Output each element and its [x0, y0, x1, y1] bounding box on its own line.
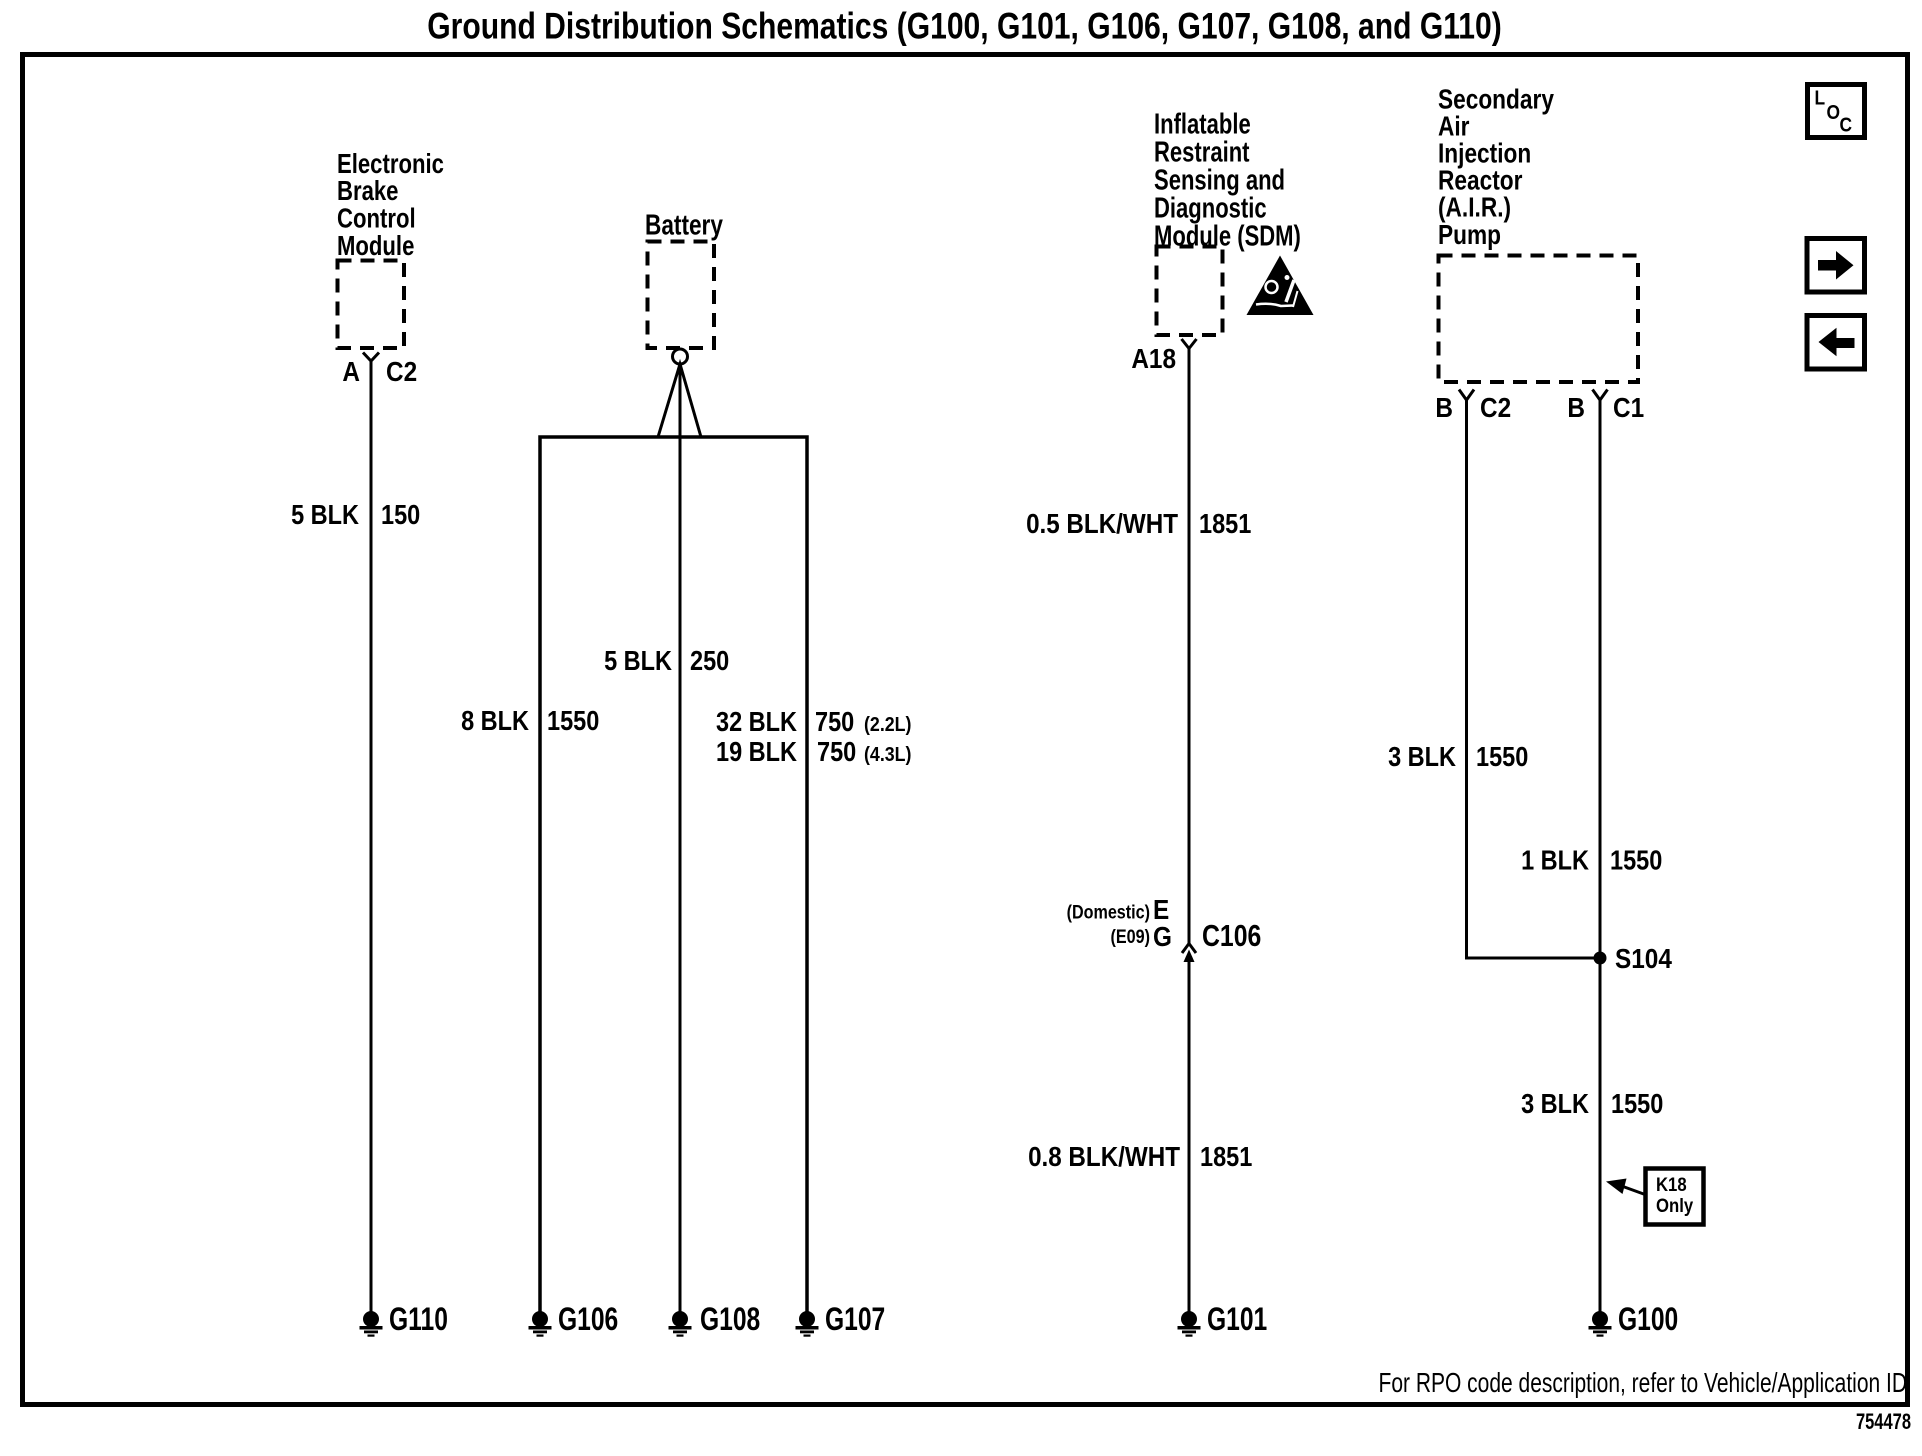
svg-text:G108: G108: [700, 1302, 760, 1338]
svg-text:Only: Only: [1656, 1195, 1693, 1216]
svg-text:A: A: [342, 355, 360, 387]
svg-text:Restraint: Restraint: [1154, 137, 1250, 169]
svg-text:1550: 1550: [1610, 846, 1662, 876]
svg-text:(2.2L): (2.2L): [864, 714, 911, 736]
svg-text:Battery: Battery: [645, 208, 723, 241]
svg-text:C: C: [1840, 113, 1853, 135]
svg-text:A18: A18: [1131, 342, 1176, 374]
svg-text:Air: Air: [1438, 111, 1470, 142]
svg-text:Control: Control: [337, 203, 416, 234]
svg-text:(A.I.R.): (A.I.R.): [1438, 192, 1511, 223]
svg-text:Diagnostic: Diagnostic: [1154, 193, 1267, 225]
svg-text:(4.3L): (4.3L): [864, 744, 911, 766]
svg-text:32 BLK: 32 BLK: [716, 707, 797, 737]
svg-text:1851: 1851: [1200, 1142, 1252, 1172]
svg-text:750: 750: [817, 737, 856, 767]
svg-text:Pump: Pump: [1438, 220, 1501, 251]
svg-text:754478: 754478: [1856, 1410, 1911, 1435]
svg-text:1550: 1550: [1476, 742, 1528, 772]
svg-text:(E09): (E09): [1111, 926, 1150, 948]
svg-text:L: L: [1815, 86, 1826, 108]
svg-text:3 BLK: 3 BLK: [1521, 1089, 1589, 1119]
svg-text:G110: G110: [389, 1302, 448, 1338]
svg-text:150: 150: [381, 500, 420, 530]
svg-text:5 BLK: 5 BLK: [291, 500, 359, 530]
svg-text:5 BLK: 5 BLK: [604, 646, 672, 676]
svg-text:C2: C2: [1480, 391, 1511, 423]
svg-text:C106: C106: [1202, 918, 1261, 952]
svg-text:250: 250: [690, 646, 729, 676]
svg-text:Module (SDM): Module (SDM): [1154, 221, 1301, 253]
svg-text:Reactor: Reactor: [1438, 165, 1522, 196]
svg-text:G106: G106: [558, 1302, 618, 1338]
svg-text:Secondary: Secondary: [1438, 84, 1555, 115]
svg-text:Injection: Injection: [1438, 138, 1531, 169]
svg-text:B: B: [1567, 391, 1585, 423]
svg-text:Electronic: Electronic: [337, 149, 444, 180]
svg-text:C1: C1: [1613, 391, 1644, 423]
svg-text:B: B: [1435, 391, 1453, 423]
svg-text:1550: 1550: [547, 706, 599, 736]
svg-text:Ground Distribution Schematics: Ground Distribution Schematics (G100, G1…: [427, 6, 1501, 48]
svg-text:8 BLK: 8 BLK: [461, 706, 529, 736]
svg-text:19 BLK: 19 BLK: [716, 737, 797, 767]
svg-text:O: O: [1827, 101, 1841, 123]
svg-text:Sensing and: Sensing and: [1154, 165, 1285, 197]
svg-text:0.5 BLK/WHT: 0.5 BLK/WHT: [1026, 507, 1178, 539]
svg-text:(Domestic): (Domestic): [1067, 901, 1150, 923]
svg-text:For RPO code description, refe: For RPO code description, refer to Vehic…: [1379, 1368, 1907, 1399]
svg-text:1 BLK: 1 BLK: [1521, 846, 1589, 876]
svg-text:Inflatable: Inflatable: [1154, 109, 1251, 141]
svg-text:G: G: [1153, 920, 1172, 952]
svg-text:Brake: Brake: [337, 176, 398, 207]
svg-text:S104: S104: [1615, 942, 1672, 974]
svg-text:0.8 BLK/WHT: 0.8 BLK/WHT: [1028, 1140, 1180, 1172]
svg-text:3 BLK: 3 BLK: [1388, 742, 1456, 772]
svg-text:1550: 1550: [1611, 1089, 1663, 1119]
svg-text:E: E: [1153, 893, 1169, 925]
svg-text:750: 750: [815, 707, 854, 737]
svg-text:Module: Module: [337, 231, 414, 262]
svg-text:G107: G107: [825, 1302, 885, 1338]
svg-text:1851: 1851: [1199, 509, 1251, 539]
svg-text:G100: G100: [1618, 1302, 1678, 1338]
svg-text:K18: K18: [1656, 1174, 1687, 1195]
svg-text:C2: C2: [386, 355, 417, 387]
svg-text:G101: G101: [1207, 1302, 1267, 1338]
